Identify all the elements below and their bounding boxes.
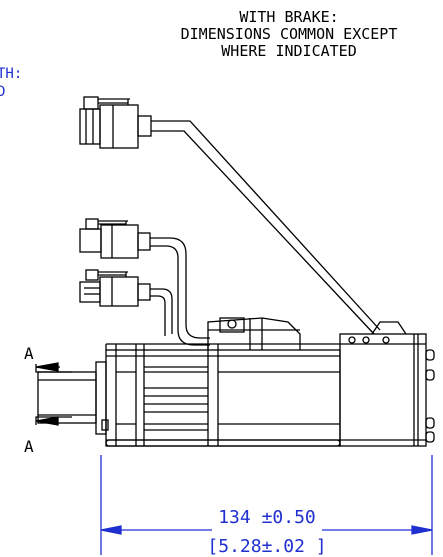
section-markers xyxy=(35,362,72,426)
left-fragment-line2: D xyxy=(0,84,5,100)
cables-lower xyxy=(150,237,210,346)
connector-lower xyxy=(79,269,151,307)
header-note: WITH BRAKE: DIMENSIONS COMMON EXCEPT WHE… xyxy=(181,8,398,60)
header-note-line3: WHERE INDICATED xyxy=(221,42,356,60)
cable-top xyxy=(151,120,381,335)
section-labels: A A xyxy=(24,344,34,456)
motor-end-cap xyxy=(339,321,435,447)
dimension-arrow-left xyxy=(100,525,122,535)
overall-length-dimension xyxy=(100,455,433,555)
section-marker-bottom: A xyxy=(24,437,34,456)
end-cap-housing xyxy=(339,333,427,447)
header-note-line2: DIMENSIONS COMMON EXCEPT xyxy=(181,25,398,43)
motor-body xyxy=(37,343,341,447)
cable-housing xyxy=(207,317,301,350)
motor-housing xyxy=(105,349,341,447)
motor-flange xyxy=(95,361,107,435)
dimension-text: 134 ±0.50 [5.28±.02 ] xyxy=(207,507,326,557)
dimension-metric: 134 ±0.50 xyxy=(218,507,316,528)
dimension-imperial: [5.28±.02 ] xyxy=(207,536,326,557)
dimension-arrow-right xyxy=(411,525,433,535)
section-marker-top: A xyxy=(24,344,34,363)
connector-top xyxy=(79,96,152,149)
left-fragment-line1: TH: xyxy=(0,66,22,82)
connector-middle xyxy=(79,218,151,259)
header-note-line1: WITH BRAKE: xyxy=(239,8,338,26)
left-fragment-note: TH: D xyxy=(0,66,22,100)
